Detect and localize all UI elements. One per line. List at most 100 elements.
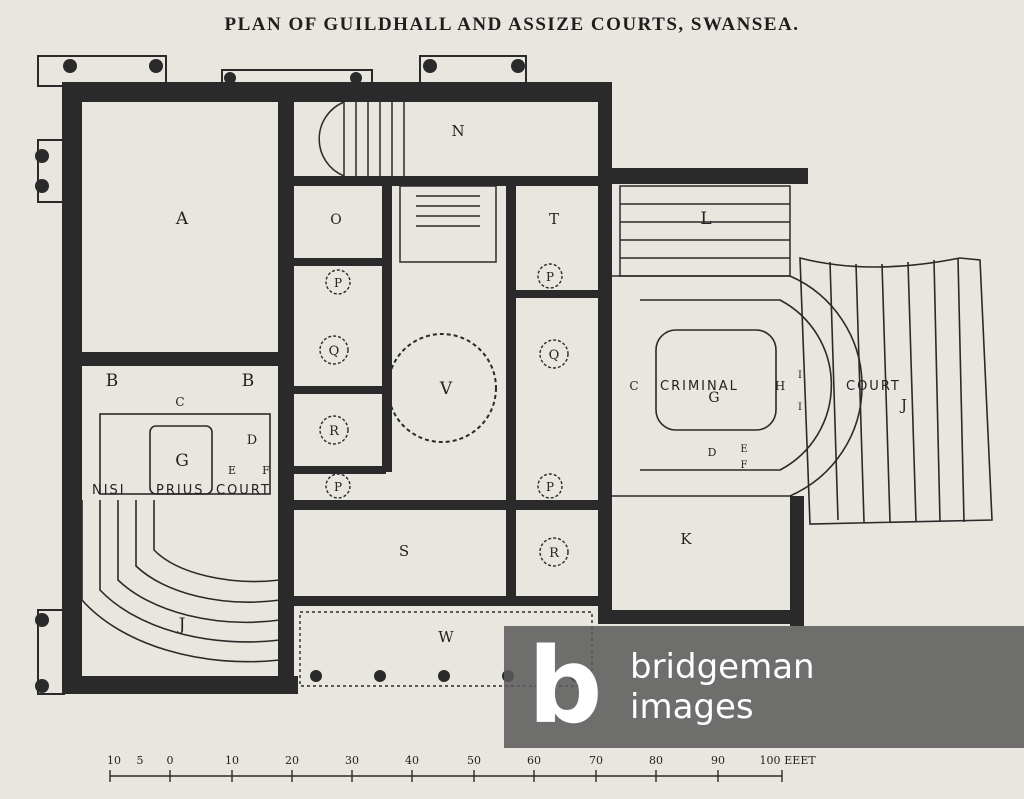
scale-tick-label: 40	[405, 754, 419, 767]
room-label-c: C	[629, 379, 638, 393]
portico-w	[299, 611, 593, 687]
room-label-i: I	[798, 370, 802, 381]
room-label-k: K	[680, 530, 692, 548]
scale-tick-label: 5	[137, 754, 144, 767]
column	[35, 149, 49, 163]
scale-tick-label: 60	[527, 754, 541, 767]
room-label-r: R	[549, 546, 560, 561]
room-label-t: T	[549, 210, 559, 228]
watermark-line-2: images	[630, 687, 754, 727]
room-label-d: D	[708, 446, 717, 459]
pavilion-w	[37, 139, 65, 203]
column	[35, 679, 49, 693]
scale-tick-label: 10	[225, 754, 239, 767]
room-label-e: E	[740, 444, 747, 455]
p-markers	[319, 263, 569, 567]
court-l-benches	[619, 185, 791, 277]
wall-n-south	[294, 176, 598, 186]
column	[310, 670, 322, 682]
column	[224, 72, 236, 84]
watermark-banner: b bridgeman images	[504, 626, 1024, 748]
room-label-j: J	[177, 615, 186, 635]
pavilion-n-mid	[221, 69, 373, 87]
scale-tick-label: 20	[285, 754, 299, 767]
label-nisi: NISI	[92, 483, 126, 498]
room-label-r: R	[329, 424, 340, 439]
scale-tick-label: 30	[345, 754, 359, 767]
label-court-right: COURT	[846, 379, 901, 394]
wall-right-col	[506, 182, 516, 602]
wall-core-east	[278, 82, 294, 694]
scale-tick-label: 0	[167, 754, 174, 767]
room-label-v: V	[439, 379, 453, 399]
wall-left-col	[382, 182, 392, 472]
room-label-s: S	[399, 542, 409, 560]
room-label-w: W	[438, 628, 454, 646]
column	[438, 670, 450, 682]
room-label-d: D	[247, 433, 257, 448]
column	[374, 670, 386, 682]
scale-tick-label: 10	[107, 754, 121, 767]
column	[511, 59, 525, 73]
staircase-n	[318, 101, 497, 263]
room-label-b: B	[106, 371, 119, 391]
stair-curve	[318, 101, 345, 177]
room-label-o: O	[330, 212, 341, 228]
room-label-n: N	[451, 122, 464, 140]
room-label-g: G	[175, 451, 189, 471]
label-court-left: COURT	[216, 483, 271, 498]
wall-west	[62, 82, 82, 694]
walls	[62, 82, 808, 694]
scale-tick-label: 90	[711, 754, 725, 767]
column	[63, 59, 77, 73]
room-label-g: G	[708, 390, 719, 406]
pavilion-nw	[37, 55, 167, 87]
watermark-logo-mark: b	[528, 625, 603, 747]
wall-k-south	[598, 610, 804, 624]
scale-tick-label: 50	[467, 754, 481, 767]
pavilion-sw	[37, 609, 65, 695]
room-labels: A B B C D E F G J N O T L P P P P Q Q R …	[106, 122, 907, 646]
wall-k-east	[790, 496, 804, 626]
rotunda-v	[387, 333, 497, 443]
corner-pavilions	[37, 55, 527, 695]
label-prius: PRIUS	[156, 483, 204, 498]
room-label-q: Q	[329, 344, 340, 359]
scale-tick-label: 70	[589, 754, 603, 767]
wall-left-mid	[62, 352, 294, 366]
court-names: NISI PRIUS COURT CRIMINAL COURT	[92, 379, 901, 498]
room-label-c: C	[175, 395, 184, 409]
wall-core-mid	[294, 500, 598, 510]
room-label-f: F	[262, 464, 270, 477]
room-label-e: E	[228, 464, 236, 477]
scale-tick-label: 100	[760, 754, 781, 767]
room-label-p: P	[334, 480, 342, 494]
room-label-p: P	[546, 270, 554, 284]
label-criminal: CRIMINAL	[660, 379, 739, 394]
room-label-p: P	[546, 480, 554, 494]
wall-o-south	[294, 258, 386, 266]
room-label-h: H	[775, 379, 785, 393]
nisi-prius-court	[81, 413, 281, 663]
column	[149, 59, 163, 73]
column	[350, 72, 362, 84]
column	[35, 179, 49, 193]
scale-labels: 10 5 0 10 20 30 40 50 60 70 80 90 100 EE…	[107, 754, 816, 767]
pavilion-ne	[419, 55, 527, 87]
wall-r-south	[294, 466, 386, 474]
wall-q-south	[294, 386, 386, 394]
room-label-b: B	[242, 371, 255, 391]
wall-south-left	[62, 676, 298, 694]
wall-east-north	[598, 82, 612, 622]
room-label-j: J	[899, 396, 907, 414]
plan-title: PLAN OF GUILDHALL AND ASSIZE COURTS, SWA…	[224, 14, 800, 35]
wall-corridor	[294, 596, 598, 606]
wall-t-south	[506, 290, 606, 298]
scale-unit: EEET	[784, 754, 816, 767]
room-label-p: P	[334, 276, 342, 290]
room-label-l: L	[700, 209, 711, 229]
scale-tick-label: 80	[649, 754, 663, 767]
scale-bar	[109, 770, 783, 782]
column	[35, 613, 49, 627]
